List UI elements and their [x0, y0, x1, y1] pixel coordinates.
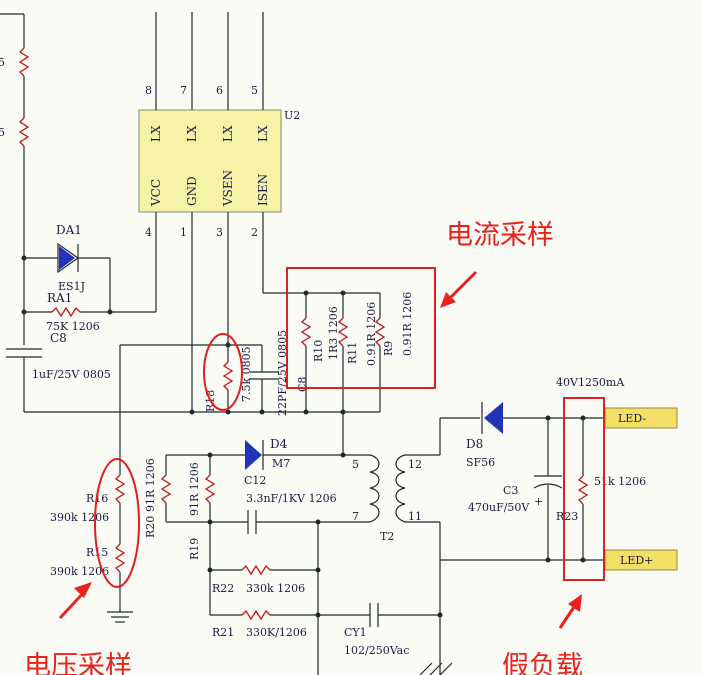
- t2-label: T2: [380, 530, 394, 543]
- c3-value: 470uF/50V: [468, 501, 530, 514]
- r19-value: 91R 1206: [188, 462, 201, 516]
- ic-u2: 8 7 6 5 4 1 3 2 LX LX LX LX VCC GND VSEN…: [138, 12, 300, 412]
- ic-pin-7: 7: [180, 84, 187, 97]
- ic-label-vsen: VSEN: [221, 170, 235, 207]
- ra1-label: RA1: [47, 291, 72, 305]
- ic-label-lx: LX: [185, 125, 199, 142]
- c8-mid-label: C8: [296, 377, 309, 392]
- ic-pin-4: 4: [145, 226, 152, 239]
- t2-pin-5: 5: [352, 458, 359, 471]
- left-fragment-label: 5: [0, 126, 5, 139]
- voltage-divider-highlight: [94, 458, 140, 588]
- r20-value: 91R 1206: [144, 458, 157, 512]
- r22-label: R22: [212, 582, 234, 595]
- ic-ref: U2: [284, 109, 300, 122]
- r11-value: 0.91R 1206: [365, 302, 378, 366]
- annotation-dummy-load: 假负载: [502, 397, 605, 675]
- ic-pin-8: 8: [145, 84, 152, 97]
- bleed-network: R22 330k 1206 R21 330K/1206 CY1 102/250V…: [207, 522, 440, 675]
- r9-value: 0.91R 1206: [401, 292, 414, 356]
- r20-label: R20: [144, 516, 157, 538]
- r15-value: 390k 1206: [50, 565, 109, 578]
- resistor-ra1: RA1 75K 1206: [24, 291, 157, 333]
- r19-label: R19: [188, 538, 201, 560]
- c12-value: 3.3nF/1KV 1206: [246, 492, 337, 505]
- ra1-value: 75K 1206: [46, 320, 100, 333]
- diode-da1: DA1 ES1J: [24, 223, 111, 312]
- snubber-network: D4 M7 C12 3.3nF/1KV 1206 R20 91R 1206 R1…: [144, 437, 370, 560]
- d8-value: SF56: [466, 456, 495, 469]
- capacitor-c8-left: C8 1uF/25V 0805: [6, 331, 380, 413]
- r16-value: 390k 1206: [50, 511, 109, 524]
- ic-pin-2: 2: [251, 226, 258, 239]
- ic-label-lx: LX: [221, 125, 235, 142]
- r9-label: R9: [382, 341, 395, 356]
- r10-label: R10: [312, 340, 325, 362]
- r18-value: 7.5k 0805: [240, 346, 253, 402]
- ic-body: [138, 109, 282, 213]
- r18-highlight: [203, 333, 243, 411]
- r21-value: 330K/1206: [246, 626, 307, 639]
- transformer-t2: 5 7 12 11 T2: [352, 417, 480, 675]
- ic-pin-3: 3: [216, 226, 223, 239]
- left-fragment-label: 5: [0, 56, 5, 69]
- d8-label: D8: [466, 437, 483, 451]
- feedback-network: R18 7.5k 0805 22PF/25V 0805 C8: [119, 330, 309, 475]
- c8-left-value: 1uF/25V 0805: [32, 368, 111, 381]
- current-sampling-label: 电流采样: [446, 220, 554, 251]
- ic-pin-5: 5: [251, 84, 258, 97]
- current-sense-resistors: R10 1R3 1206 R11 0.91R 1206 R9 0.91R 120…: [263, 290, 414, 455]
- cy1-value: 102/250Vac: [344, 644, 409, 657]
- r23-value: 51k 1206: [594, 475, 646, 488]
- da1-label: DA1: [56, 223, 82, 237]
- t2-pin-12: 12: [408, 458, 422, 471]
- cy1-label: CY1: [344, 626, 367, 639]
- ic-label-lx: LX: [256, 125, 270, 142]
- ic-label-isen: ISEN: [256, 174, 270, 206]
- c3-plus: +: [534, 495, 543, 508]
- voltage-divider: R16 390k 1206 R15 390k 1206: [50, 474, 133, 623]
- c12-label: C12: [244, 474, 266, 487]
- voltage-sampling-label: 电压采样: [24, 651, 132, 675]
- dummy-load-box: [563, 397, 605, 581]
- dummy-load-label: 假负载: [502, 651, 583, 675]
- t2-pin-11: 11: [408, 510, 422, 523]
- led-minus-label: LED-: [618, 412, 646, 425]
- r21-label: R21: [212, 626, 234, 639]
- output-rating: 40V1250mA: [556, 376, 625, 389]
- r11-label: R11: [346, 342, 359, 364]
- annotation-current: 电流采样: [286, 220, 554, 389]
- t2-pin-7: 7: [352, 510, 359, 523]
- c8-left-label: C8: [50, 331, 67, 345]
- r23-label: R23: [556, 510, 578, 523]
- r10-value: 1R3 1206: [327, 306, 340, 360]
- led-plus-label: LED+: [620, 554, 653, 567]
- ic-pin-1: 1: [180, 226, 187, 239]
- ic-label-gnd: GND: [185, 176, 199, 206]
- left-rail: 5 5: [0, 13, 30, 345]
- current-sampling-box: [286, 267, 436, 389]
- c8-mid-value: 22PF/25V 0805: [276, 330, 289, 416]
- d4-label: D4: [270, 437, 288, 451]
- da1-value: ES1J: [58, 280, 85, 293]
- d4-value: M7: [272, 457, 290, 470]
- ic-label-lx: LX: [149, 125, 163, 142]
- ic-label-vcc: VCC: [149, 179, 163, 207]
- output-stage: D8 SF56 C3 470uF/50V + R23 51k 1206 40V1…: [440, 376, 678, 571]
- ic-pin-6: 6: [216, 84, 223, 97]
- r22-value: 330k 1206: [246, 582, 305, 595]
- annotation-voltage: 电压采样: [24, 458, 140, 675]
- c3-label: C3: [503, 484, 518, 497]
